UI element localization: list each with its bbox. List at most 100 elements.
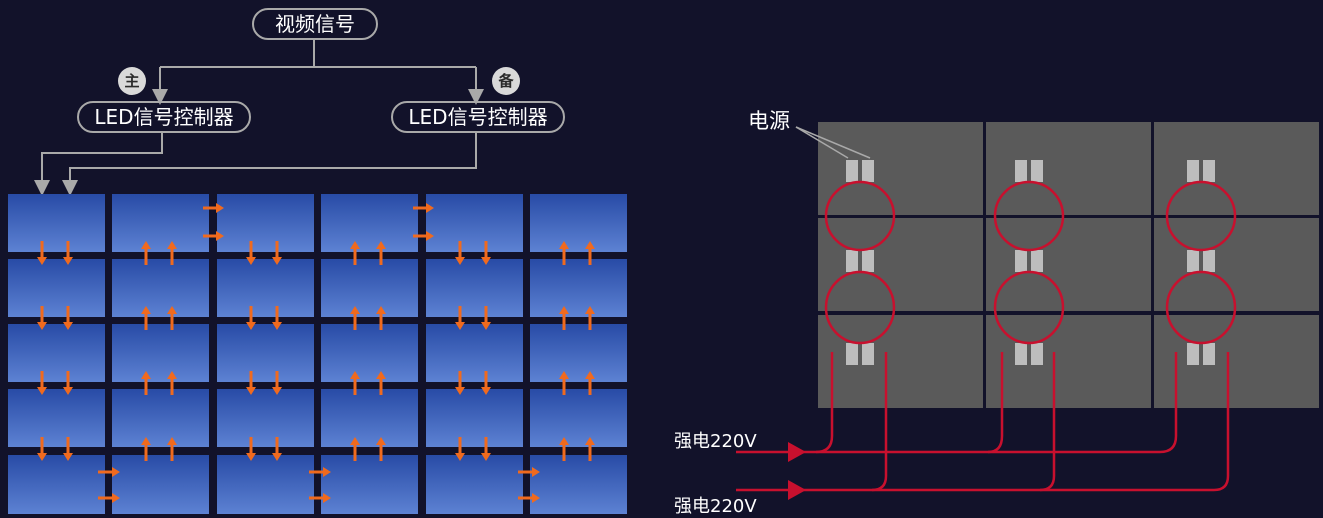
controller-backup-box: LED信号控制器 (391, 101, 565, 133)
led-panel-r2-c6 (530, 259, 627, 317)
arrow-down (37, 306, 47, 330)
arrow-down (272, 437, 282, 461)
arrow-up (141, 437, 151, 461)
led-panel-r1-c6 (530, 194, 627, 252)
arrow-right (98, 467, 120, 477)
power-supply-r3-c2 (1015, 343, 1043, 365)
arrow-right (518, 493, 540, 503)
power-loop-c2-1 (993, 180, 1065, 252)
arrow-right (518, 467, 540, 477)
arrow-right (98, 493, 120, 503)
arrow-up (141, 241, 151, 265)
arrow-down (246, 371, 256, 395)
led-panel-r1-c2 (112, 194, 209, 252)
controller-primary-box: LED信号控制器 (77, 101, 251, 133)
arrow-down (63, 306, 73, 330)
arrow-up (167, 306, 177, 330)
arrow-up (376, 437, 386, 461)
power-supply-r1-c2 (1015, 160, 1043, 182)
arrow-right (309, 467, 331, 477)
led-panel-r5-c4 (321, 455, 418, 514)
cabinet-r2-c1 (818, 218, 983, 311)
arrow-up (559, 437, 569, 461)
arrow-up (350, 306, 360, 330)
led-panel-r4-c1 (8, 389, 105, 447)
power-loop-c3-2 (1165, 270, 1237, 345)
arrow-up (585, 371, 595, 395)
cabinet-r1-c2 (986, 122, 1151, 215)
led-panel-r5-c3 (217, 455, 314, 514)
arrow-up (167, 371, 177, 395)
arrow-right (203, 231, 224, 241)
led-panel-r3-c1 (8, 324, 105, 382)
mains-wire-2-c (1040, 352, 1230, 492)
arrow-up (350, 371, 360, 395)
arrow-up (376, 306, 386, 330)
arrow-up (559, 241, 569, 265)
mains-wire-1-b (816, 352, 1004, 454)
arrow-down (272, 306, 282, 330)
arrow-up (376, 371, 386, 395)
signal-arrows (37, 203, 595, 503)
signal-lines (34, 40, 484, 196)
power-loops (824, 180, 1237, 345)
cabinet-r1-c1 (818, 122, 983, 215)
arrow-down (455, 437, 465, 461)
cabinet-r1-c3 (1154, 122, 1319, 215)
arrow-up (141, 306, 151, 330)
arrow-down (63, 437, 73, 461)
arrow-up (350, 241, 360, 265)
arrow-right (413, 231, 434, 241)
led-panel-r1-c3 (217, 194, 314, 252)
led-panel-r5-c1 (8, 455, 105, 514)
arrow-down (63, 371, 73, 395)
mains-arrow-2 (788, 480, 806, 500)
mains-label-2: 强电220V (674, 496, 757, 517)
cabinet-r3-c2 (986, 315, 1151, 408)
arrow-down (37, 371, 47, 395)
mains-wire-2-a (736, 352, 888, 492)
power-supply-r2-c3 (1187, 250, 1215, 272)
led-panel-r4-c5 (426, 389, 523, 447)
led-panel-r5-c2 (112, 455, 209, 514)
signal-diagram (8, 40, 627, 514)
arrow-up (559, 371, 569, 395)
led-panel-r3-c6 (530, 324, 627, 382)
led-panel-r3-c3 (217, 324, 314, 382)
arrow-down (455, 371, 465, 395)
arrow-down (37, 437, 47, 461)
led-panel-r1-c5 (426, 194, 523, 252)
power-supply-r3-c3 (1187, 343, 1215, 365)
power-loop-c3-1 (1165, 180, 1237, 252)
power-supply-r1-c3 (1187, 160, 1215, 182)
led-panel-grid (8, 194, 627, 514)
arrow-right (309, 493, 331, 503)
arrow-up (167, 241, 177, 265)
arrow-down (272, 241, 282, 265)
mains-label-1: 强电220V (674, 431, 757, 452)
power-supply-r2-c1 (846, 250, 874, 272)
arrow-down (481, 306, 491, 330)
arrow-down (272, 371, 282, 395)
power-label: 电源 (748, 109, 790, 133)
led-panel-r3-c2 (112, 324, 209, 382)
led-panel-r5-c6 (530, 455, 627, 514)
arrow-right (413, 203, 434, 213)
mains-arrow-1 (788, 442, 806, 462)
led-panel-r5-c5 (426, 455, 523, 514)
arrow-down (37, 241, 47, 265)
led-panel-r2-c3 (217, 259, 314, 317)
arrow-down (481, 241, 491, 265)
arrow-up (350, 437, 360, 461)
arrow-down (246, 437, 256, 461)
led-panel-r3-c5 (426, 324, 523, 382)
cabinet-r3-c1 (818, 315, 983, 408)
power-supply-grid (846, 160, 1215, 365)
led-panel-r1-c1 (8, 194, 105, 252)
arrow-up (585, 306, 595, 330)
arrow-up (376, 241, 386, 265)
mains-wire-2-b (872, 352, 1056, 492)
arrow-up (585, 241, 595, 265)
arrow-down (455, 306, 465, 330)
backup-badge: 备 (492, 67, 520, 95)
